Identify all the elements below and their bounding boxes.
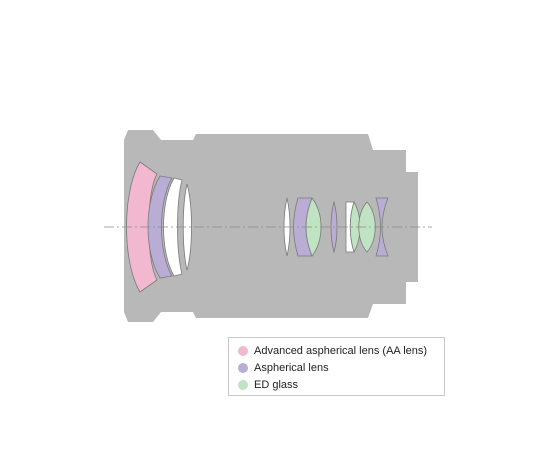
legend-item-aspherical: Aspherical lens (238, 360, 329, 376)
legend: Advanced aspherical lens (AA lens) Asphe… (228, 337, 445, 396)
ed-element-rear-3 (358, 201, 376, 253)
ed-glass-swatch-icon (238, 380, 248, 390)
legend-item-ed-glass: ED glass (238, 377, 298, 393)
ed-element-rear-2 (349, 201, 361, 253)
aspherical-swatch-icon (238, 363, 248, 373)
lens-barrel-silhouette (124, 130, 418, 322)
legend-label: Aspherical lens (254, 362, 329, 374)
ed-element-rear-1 (305, 197, 322, 257)
aa-lens-swatch-icon (238, 346, 248, 356)
legend-label: ED glass (254, 379, 299, 391)
legend-item-aa-lens: Advanced aspherical lens (AA lens) (238, 343, 427, 359)
standard-element-front-2 (182, 183, 192, 271)
legend-label: Advanced aspherical lens (AA lens) (254, 345, 428, 357)
